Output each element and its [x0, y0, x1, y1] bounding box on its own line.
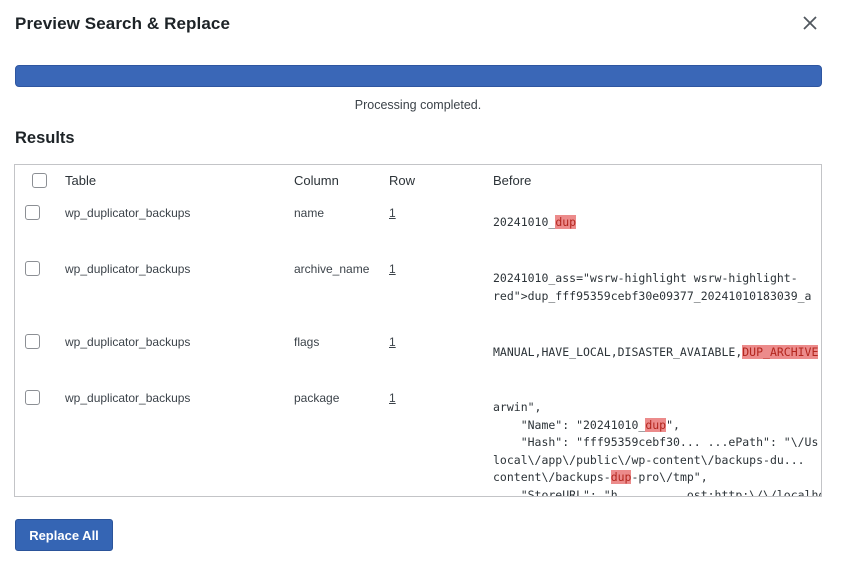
before-value: arwin", "Name": "20241010_dup", "Hash": …: [493, 400, 822, 497]
header-before[interactable]: Before: [493, 173, 532, 188]
header-table[interactable]: Table: [65, 173, 97, 188]
row-column-name: flags: [294, 335, 320, 349]
before-value: MANUAL,HAVE_LOCAL,DISASTER_AVAIABLE,DUP_…: [493, 345, 819, 359]
close-button[interactable]: [797, 10, 823, 36]
row-checkbox[interactable]: [25, 390, 40, 405]
row-table-name: wp_duplicator_backups: [65, 206, 191, 220]
row-column-name: package: [294, 391, 340, 405]
progress-bar: [15, 65, 822, 87]
row-number-link[interactable]: 1: [389, 262, 396, 276]
row-table-name: wp_duplicator_backups: [65, 391, 191, 405]
dialog-title: Preview Search & Replace: [15, 14, 231, 33]
row-number-link[interactable]: 1: [389, 335, 396, 349]
before-value: 20241010_dup: [493, 215, 577, 229]
row-number-link[interactable]: 1: [389, 391, 396, 405]
row-table-name: wp_duplicator_backups: [65, 335, 191, 349]
close-icon: [803, 16, 817, 30]
header-column[interactable]: Column: [294, 173, 339, 188]
match-highlight: dup: [610, 470, 632, 484]
row-checkbox[interactable]: [25, 205, 40, 220]
results-table[interactable]: Table Column Row Before wp_duplicator_ba…: [14, 164, 822, 497]
before-value: 20241010_ass="wsrw-highlight wsrw-highli…: [493, 271, 812, 303]
match-highlight: dup: [555, 215, 577, 229]
match-highlight: DUP_ARCHIVE: [742, 345, 819, 359]
replace-all-button[interactable]: Replace All: [15, 519, 113, 551]
results-heading: Results: [15, 129, 75, 147]
select-all-checkbox[interactable]: [32, 173, 47, 188]
row-column-name: archive_name: [294, 262, 370, 276]
row-checkbox[interactable]: [25, 334, 40, 349]
row-checkbox[interactable]: [25, 261, 40, 276]
row-column-name: name: [294, 206, 325, 220]
status-text: Processing completed.: [354, 98, 482, 112]
row-table-name: wp_duplicator_backups: [65, 262, 191, 276]
match-highlight: dup: [645, 417, 667, 432]
header-row[interactable]: Row: [389, 173, 416, 188]
row-number-link[interactable]: 1: [389, 206, 396, 220]
